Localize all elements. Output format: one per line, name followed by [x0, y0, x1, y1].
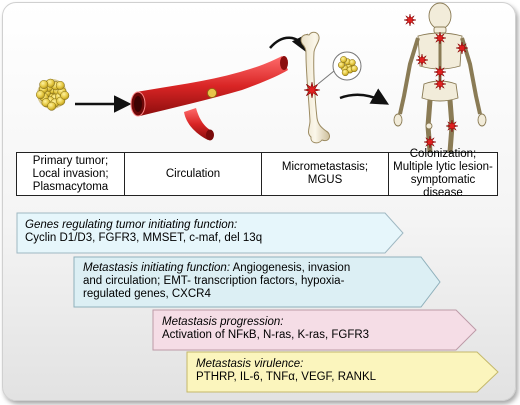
tumor-cell-cluster-icon [35, 78, 70, 111]
band-virulence: Metastasis virulence: PTHRP, IL-6, TNFα,… [189, 354, 479, 394]
tumor-cell [340, 56, 348, 63]
band-heading: Metastasis progression: [162, 316, 284, 328]
blood-vessel-icon [130, 56, 288, 141]
tumor-cell [60, 91, 70, 100]
band-arrow-tumor-initiating [16, 212, 404, 254]
band-arrow-virulence [186, 351, 499, 393]
band-heading: Metastasis initiating function: [83, 262, 231, 274]
stage-circulation: Circulation [125, 153, 262, 195]
tumor-cell [35, 90, 45, 100]
tumor-cell [39, 80, 49, 89]
lesion-star-icon [433, 77, 447, 91]
stage-colonization: Colonization; Multiple lytic lesion- sym… [393, 148, 493, 199]
band-text: Cyclin D1/D3, FGFR3, MMSET, c-maf, del 1… [25, 232, 263, 244]
band-heading: Genes regulating tumor initiating functi… [25, 219, 238, 231]
tumor-cell [348, 59, 356, 67]
skeleton-lesions [403, 13, 469, 149]
tumor-cell [350, 65, 358, 73]
tumor-cell [55, 80, 65, 90]
tumor-cell [47, 101, 57, 111]
arrow-to-skeleton [339, 88, 390, 105]
tumor-cell [341, 69, 349, 77]
lesion-star-icon [423, 135, 437, 149]
lesion-star-icon [433, 31, 447, 45]
lesion-star-icon [415, 53, 429, 67]
bone-icon [300, 31, 362, 144]
band-arrow-progression [152, 309, 477, 351]
band-heading: Metastasis virulence: [196, 358, 304, 370]
band-arrow-metastasis-initiating [73, 256, 441, 308]
band-text: Angiogenesis, invasion and circulation; … [83, 262, 351, 300]
stage-table: Primary tumor; Local invasion; Plasmacyt… [16, 148, 498, 199]
lesion-star-icon [445, 119, 459, 133]
band-progression: Metastasis progression: Activation of NF… [155, 312, 455, 352]
lesion-star-icon [303, 81, 321, 99]
lesion-star-icon [455, 41, 469, 55]
band-text: Activation of NFκB, N-ras, K-ras, FGFR3 [162, 329, 370, 341]
lesion-star-icon [403, 13, 417, 27]
stage-micrometastasis: Micrometastasis; MGUS [262, 153, 389, 195]
band-text: PTHRP, IL-6, TNFα, VEGF, RANKL [196, 371, 377, 383]
band-metastasis-initiating: Metastasis initiating function: Angiogen… [76, 258, 436, 308]
stage-primary-tumor: Primary tumor; Local invasion; Plasmacyt… [17, 153, 125, 195]
band-tumor-initiating: Genes regulating tumor initiating functi… [18, 215, 398, 255]
